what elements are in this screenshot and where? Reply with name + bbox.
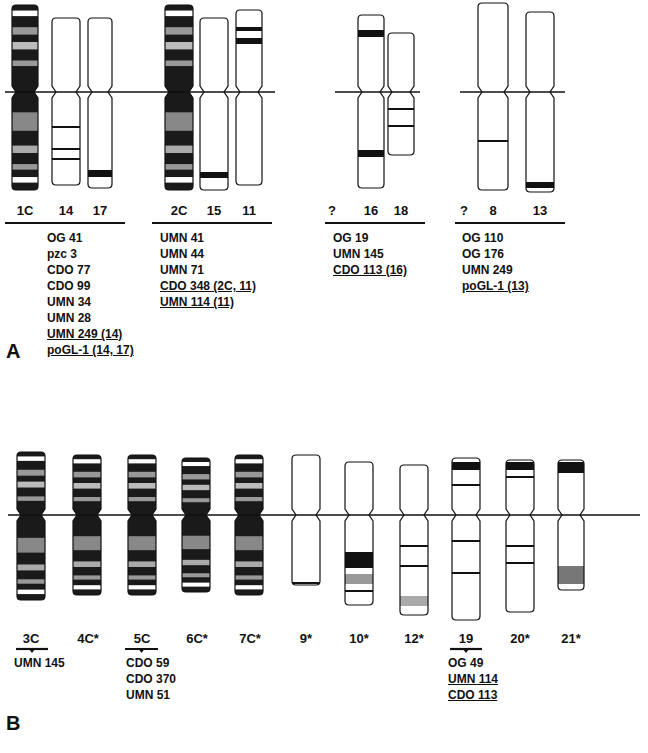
marker-name: CDO 77 bbox=[47, 263, 90, 277]
marker-name: poGL-1 (14, 17) bbox=[47, 343, 134, 357]
chromosome-ideogram bbox=[200, 18, 228, 190]
chromosome-number: 1C bbox=[17, 204, 34, 218]
chromosome-number: 2C bbox=[171, 204, 188, 218]
chromosome-ideogram bbox=[400, 465, 428, 615]
chromosome-ideogram bbox=[388, 33, 414, 155]
marker-name: CDO 370 bbox=[126, 672, 176, 686]
chromosome-number: 10* bbox=[349, 632, 369, 646]
marker-name: UMN 51 bbox=[126, 688, 170, 702]
chromosome-ideogram bbox=[165, 5, 193, 190]
group-bar bbox=[455, 222, 565, 224]
marker-name: OG 41 bbox=[47, 231, 82, 245]
chromosome-number: 9* bbox=[300, 632, 312, 646]
marker-name: UMN 44 bbox=[160, 247, 204, 261]
chromosome-number: 18 bbox=[394, 204, 408, 218]
chromosome-ideogram bbox=[358, 15, 384, 188]
chromosome-number: 20* bbox=[510, 632, 530, 646]
group-bar bbox=[125, 649, 158, 653]
chromosome-ideogram bbox=[88, 18, 112, 188]
chromosome-number: 11 bbox=[242, 204, 256, 218]
centromere-line bbox=[5, 91, 275, 92]
marker-name: CDO 59 bbox=[126, 656, 169, 670]
chromosome-ideogram bbox=[292, 455, 320, 585]
chromosome-number: 3C bbox=[23, 632, 40, 646]
chromosome-number: 4C* bbox=[77, 632, 99, 646]
chromosome-number: 21* bbox=[561, 632, 581, 646]
chromosome-number: 6C* bbox=[186, 632, 208, 646]
chromosome-number: 13 bbox=[533, 204, 547, 218]
marker-name: UMN 249 (14) bbox=[47, 327, 122, 341]
chromosome-ideogram bbox=[478, 3, 508, 190]
centromere-line bbox=[335, 91, 420, 92]
marker-name: UMN 71 bbox=[160, 263, 204, 277]
marker-name: UMN 145 bbox=[14, 656, 65, 670]
chromosome-number: ? bbox=[328, 204, 336, 218]
marker-name: UMN 145 bbox=[333, 247, 384, 261]
chromosome-number: 17 bbox=[93, 204, 107, 218]
marker-name: UMN 28 bbox=[47, 311, 91, 325]
centromere-line bbox=[8, 514, 640, 515]
marker-name: OG 19 bbox=[333, 231, 368, 245]
chromosome-ideogram bbox=[52, 18, 80, 185]
marker-name: UMN 249 bbox=[462, 263, 513, 277]
chromosome-ideogram bbox=[73, 455, 101, 595]
marker-name: CDO 113 bbox=[448, 688, 497, 702]
chromosome-number: 7C* bbox=[239, 632, 261, 646]
group-bar bbox=[325, 222, 425, 224]
chromosome-ideogram bbox=[526, 12, 554, 192]
chromosome-number: 5C bbox=[134, 632, 151, 646]
chromosome-number: ? bbox=[460, 204, 468, 218]
chromosome-number: 19 bbox=[459, 632, 473, 646]
marker-name: CDO 99 bbox=[47, 279, 90, 293]
centromere-line bbox=[460, 91, 565, 92]
marker-name: UMN 114 (11) bbox=[160, 295, 234, 309]
chromosome-number: 12* bbox=[404, 632, 424, 646]
marker-name: OG 49 bbox=[448, 656, 483, 670]
marker-name: UMN 41 bbox=[160, 231, 204, 245]
chromosome-ideogram bbox=[236, 10, 262, 185]
marker-name: CDO 113 (16) bbox=[333, 263, 407, 277]
chromosome-ideogram bbox=[12, 5, 38, 190]
chromosome-number: 8 bbox=[489, 204, 496, 218]
group-bar bbox=[450, 649, 482, 653]
chromosome-ideogram bbox=[235, 455, 263, 595]
chromosome-number: 16 bbox=[364, 204, 378, 218]
chromosome-ideogram bbox=[182, 458, 210, 592]
chromosome-ideogram bbox=[128, 455, 156, 595]
chromosome-ideogram bbox=[506, 460, 534, 612]
marker-name: OG 176 bbox=[462, 247, 504, 261]
marker-name: UMN 34 bbox=[47, 295, 91, 309]
group-bar bbox=[152, 222, 272, 224]
group-bar bbox=[16, 649, 48, 653]
chromosome-ideogram bbox=[345, 462, 373, 605]
marker-name: pzc 3 bbox=[47, 247, 77, 261]
chromosome-ideogram bbox=[452, 458, 480, 620]
chromosome-number: 14 bbox=[59, 204, 73, 218]
chromosome-number: 15 bbox=[207, 204, 221, 218]
marker-name: OG 110 bbox=[462, 231, 503, 245]
marker-name: CDO 348 (2C, 11) bbox=[160, 279, 256, 293]
chromosome-ideogram bbox=[558, 460, 584, 590]
group-bar bbox=[5, 222, 125, 224]
marker-name: UMN 114 bbox=[448, 672, 498, 686]
panel-letter: A bbox=[6, 340, 20, 362]
panel-letter: B bbox=[6, 712, 20, 734]
chromosome-ideogram bbox=[17, 452, 45, 600]
marker-name: poGL-1 (13) bbox=[462, 279, 529, 293]
